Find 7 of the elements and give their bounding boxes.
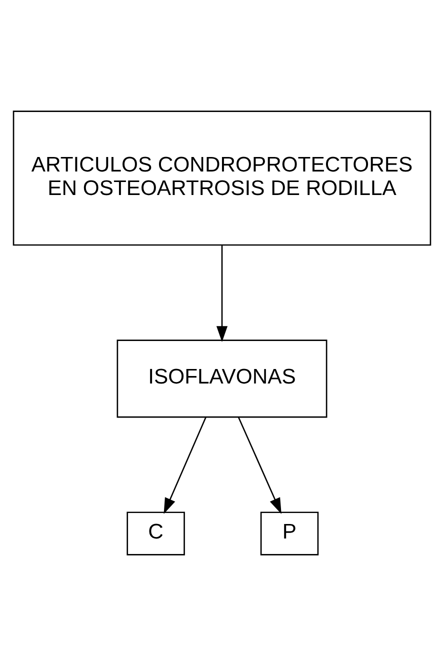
node-box: ARTICULOS CONDROPROTECTORES EN OSTEOARTROSIS DE RODILLA bbox=[12, 110, 432, 246]
arrow bbox=[216, 245, 228, 342]
node-box: ISOFLAVONAS bbox=[116, 340, 328, 418]
arrow bbox=[164, 416, 206, 514]
arrow bbox=[238, 416, 282, 514]
node-box: P bbox=[260, 512, 319, 556]
node-box: C bbox=[126, 512, 185, 556]
